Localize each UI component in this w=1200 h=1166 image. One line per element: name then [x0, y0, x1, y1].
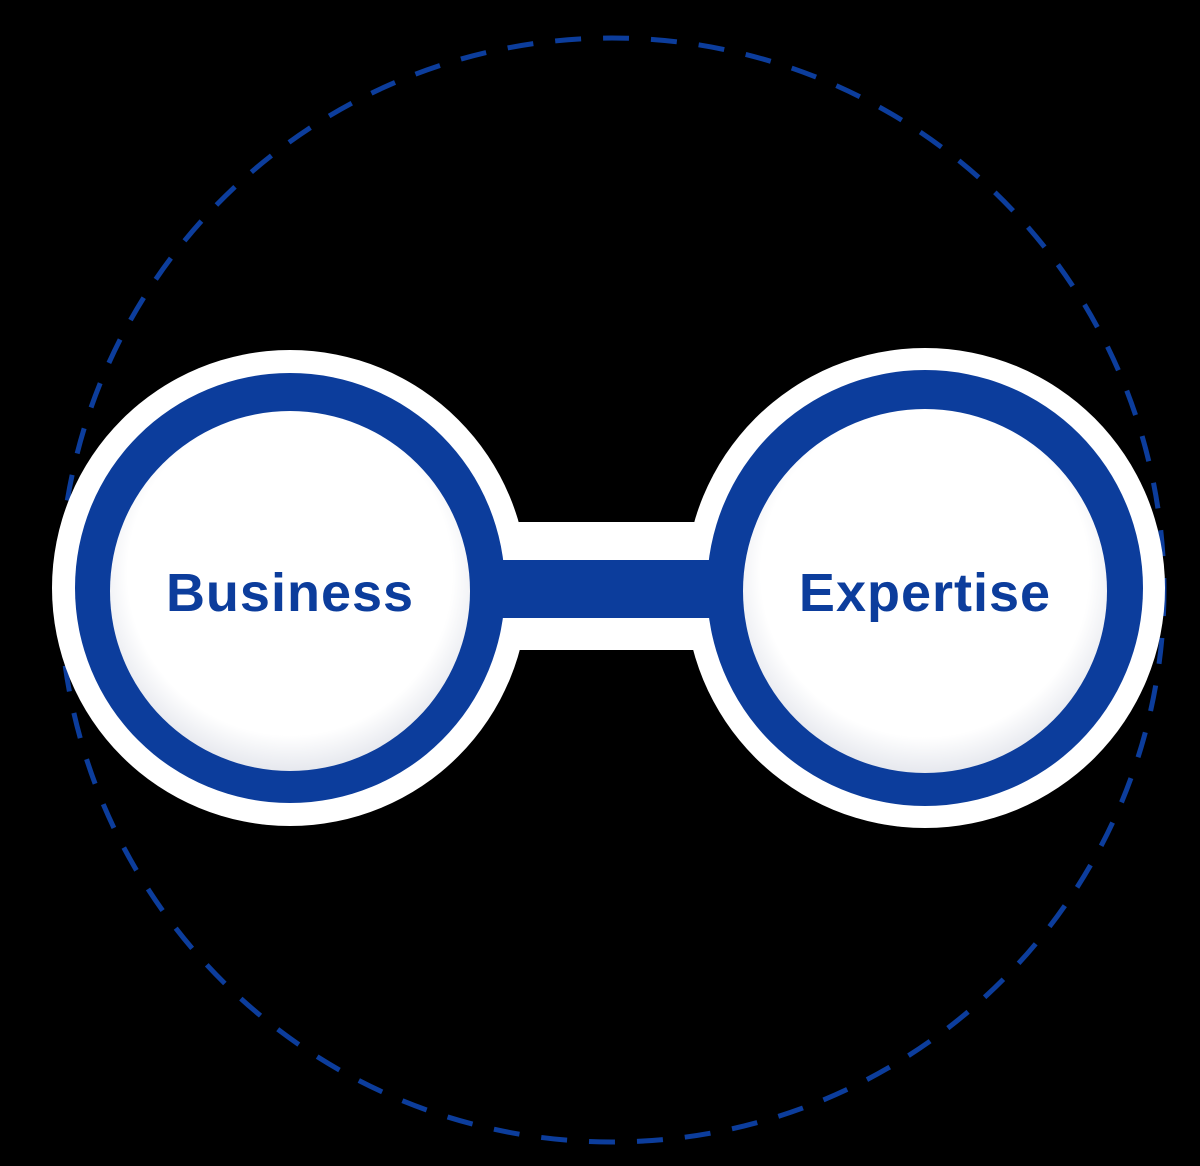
- business-label: Business: [166, 563, 414, 623]
- business-node-disc: [110, 411, 470, 771]
- expertise-node-disc: [743, 409, 1107, 773]
- expertise-label: Expertise: [799, 563, 1051, 623]
